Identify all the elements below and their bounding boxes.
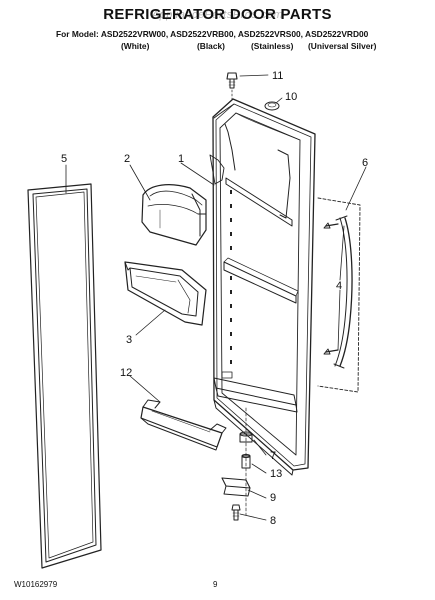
document-number: W10162979 <box>14 580 58 589</box>
variant-universal-silver: (Universal Silver) <box>308 41 377 51</box>
callout-8: 8 <box>270 515 276 527</box>
callout-11: 11 <box>272 70 283 82</box>
watermark: AppliancePartsPros.com <box>151 9 284 21</box>
callout-2: 2 <box>124 153 130 165</box>
color-variants: (White) (Black) (Stainless) (Universal S… <box>0 41 435 53</box>
callout-6: 6 <box>362 157 368 169</box>
variant-white: (White) <box>121 41 150 51</box>
model-line: For Model: ASD2522VRW00, ASD2522VRB00, A… <box>56 29 369 39</box>
lower-door-bin <box>140 399 227 451</box>
handle-screws <box>323 222 339 355</box>
door-liner <box>209 98 316 476</box>
variant-stainless: (Stainless) <box>251 41 294 51</box>
door-gasket <box>27 183 102 569</box>
callout-1: 1 <box>178 153 184 165</box>
leader-lines <box>65 74 367 521</box>
bottom-hinge-parts <box>221 407 253 521</box>
dairy-door <box>141 184 207 246</box>
hinge-plug <box>264 101 280 111</box>
callout-9: 9 <box>270 492 276 504</box>
callout-5: 5 <box>61 153 67 165</box>
door-bin <box>124 261 207 326</box>
door-handle-assembly <box>317 197 361 393</box>
callout-10: 10 <box>285 91 297 103</box>
page-number: 9 <box>213 580 218 589</box>
page-title: REFRIGERATOR DOOR PARTS <box>103 6 332 23</box>
top-hinge-screw <box>226 72 238 101</box>
callout-4: 4 <box>336 280 342 292</box>
callout-3: 3 <box>126 334 132 346</box>
callout-13: 13 <box>270 468 282 480</box>
callout-12: 12 <box>120 367 132 379</box>
callout-7: 7 <box>270 450 276 462</box>
callout-labels: 11 10 1 2 5 6 4 3 12 7 13 9 8 <box>61 70 368 527</box>
variant-black: (Black) <box>197 41 225 51</box>
